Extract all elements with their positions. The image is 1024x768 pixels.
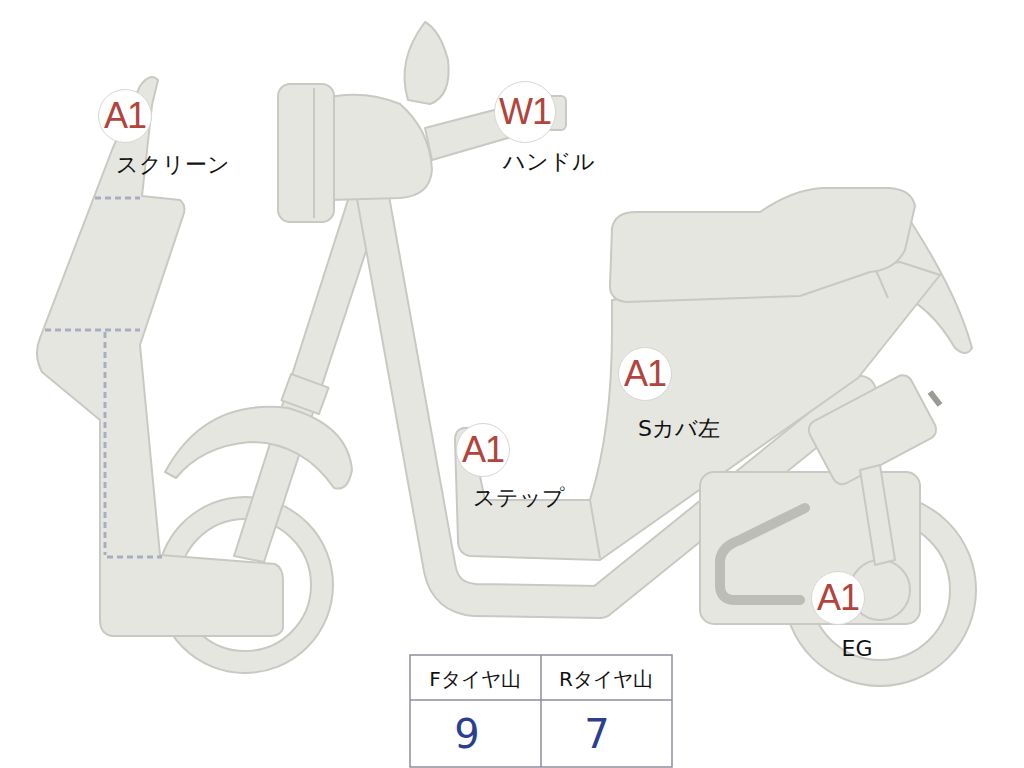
mirror bbox=[404, 22, 448, 104]
seat bbox=[610, 188, 915, 302]
tyre-table bbox=[410, 655, 672, 767]
callout-circle: W1ハンドル bbox=[494, 81, 556, 143]
exhaust-pipe bbox=[720, 508, 805, 600]
callout-circle: A1スクリーン bbox=[98, 89, 152, 143]
table-header: Fタイヤ山 bbox=[429, 668, 521, 690]
seam-line bbox=[95, 197, 140, 200]
callout-circle: A1ステップ bbox=[456, 423, 510, 477]
part-name: スクリーン bbox=[116, 153, 230, 177]
rear-shock bbox=[860, 465, 895, 565]
leg-shield bbox=[37, 77, 283, 636]
table-rule bbox=[540, 655, 542, 767]
part-name: EG bbox=[842, 637, 873, 661]
callout-circle: A1EG bbox=[811, 571, 865, 625]
table-value: 9 bbox=[454, 712, 479, 756]
seam-line bbox=[45, 329, 140, 332]
step-seam bbox=[590, 500, 600, 558]
callout-code: A1 bbox=[624, 356, 666, 392]
bolt bbox=[930, 392, 940, 405]
headlight bbox=[278, 84, 334, 222]
table-header: Rタイヤ山 bbox=[559, 668, 653, 690]
headlight-rim bbox=[313, 88, 315, 218]
callout-code: A1 bbox=[817, 580, 859, 616]
handle-cover bbox=[318, 95, 432, 200]
part-name: ハンドル bbox=[503, 150, 595, 174]
callout-code: A1 bbox=[462, 432, 504, 468]
part-name: Sカバ左 bbox=[638, 417, 720, 441]
table-value: 7 bbox=[584, 712, 609, 756]
callout-circle: A1Sカバ左 bbox=[618, 347, 672, 401]
callout-code: W1 bbox=[499, 94, 551, 130]
seam-line bbox=[104, 332, 107, 555]
front-fender bbox=[165, 407, 352, 489]
callout-code: A1 bbox=[104, 98, 146, 134]
part-name: ステップ bbox=[473, 486, 565, 510]
seam-line bbox=[107, 556, 162, 559]
